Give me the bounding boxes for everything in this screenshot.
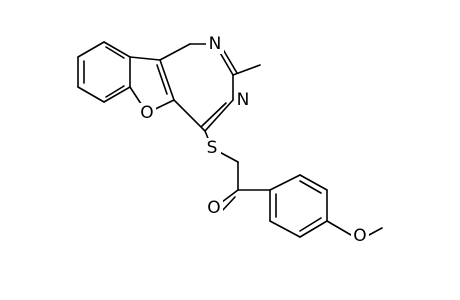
bond xyxy=(299,220,328,238)
atom-n-top: N xyxy=(206,34,224,54)
atom-label-n-top: N xyxy=(209,34,222,54)
bond xyxy=(269,174,301,191)
bond xyxy=(299,174,328,191)
atom-o-carbonyl: O xyxy=(205,198,223,218)
bond xyxy=(269,220,301,238)
benzo-ring xyxy=(77,41,131,103)
atom-label-n-right: N xyxy=(237,90,250,110)
pyrimidine-ring xyxy=(159,43,261,132)
bond xyxy=(173,99,206,132)
double-bond xyxy=(220,196,236,213)
bond xyxy=(77,86,105,103)
double-bond xyxy=(105,85,125,98)
furan-ring xyxy=(129,56,175,114)
atom-s-thioether: S xyxy=(203,138,221,158)
atom-label-s: S xyxy=(207,138,218,158)
atom-o-methoxy: O xyxy=(351,226,369,246)
bond xyxy=(159,43,191,61)
double-bond xyxy=(105,46,125,59)
methyl-bond xyxy=(232,64,261,76)
atom-n-right: N xyxy=(234,90,252,110)
phenyl-ring xyxy=(269,174,383,238)
bond xyxy=(368,227,383,236)
atom-label-o-methoxy: O xyxy=(353,226,366,246)
atom-label-o-furan: O xyxy=(140,103,153,123)
bond xyxy=(326,220,352,236)
bond xyxy=(77,41,105,58)
bond xyxy=(159,59,175,101)
bond xyxy=(103,86,131,103)
double-bond xyxy=(299,180,322,194)
bond xyxy=(129,56,161,61)
atom-o-furan: O xyxy=(138,103,156,123)
atom-label-o-carbonyl: O xyxy=(207,198,220,218)
bond xyxy=(103,41,131,58)
double-bond xyxy=(299,217,322,232)
bond xyxy=(204,99,234,132)
double-bond xyxy=(156,64,168,95)
double-bond xyxy=(201,102,227,127)
